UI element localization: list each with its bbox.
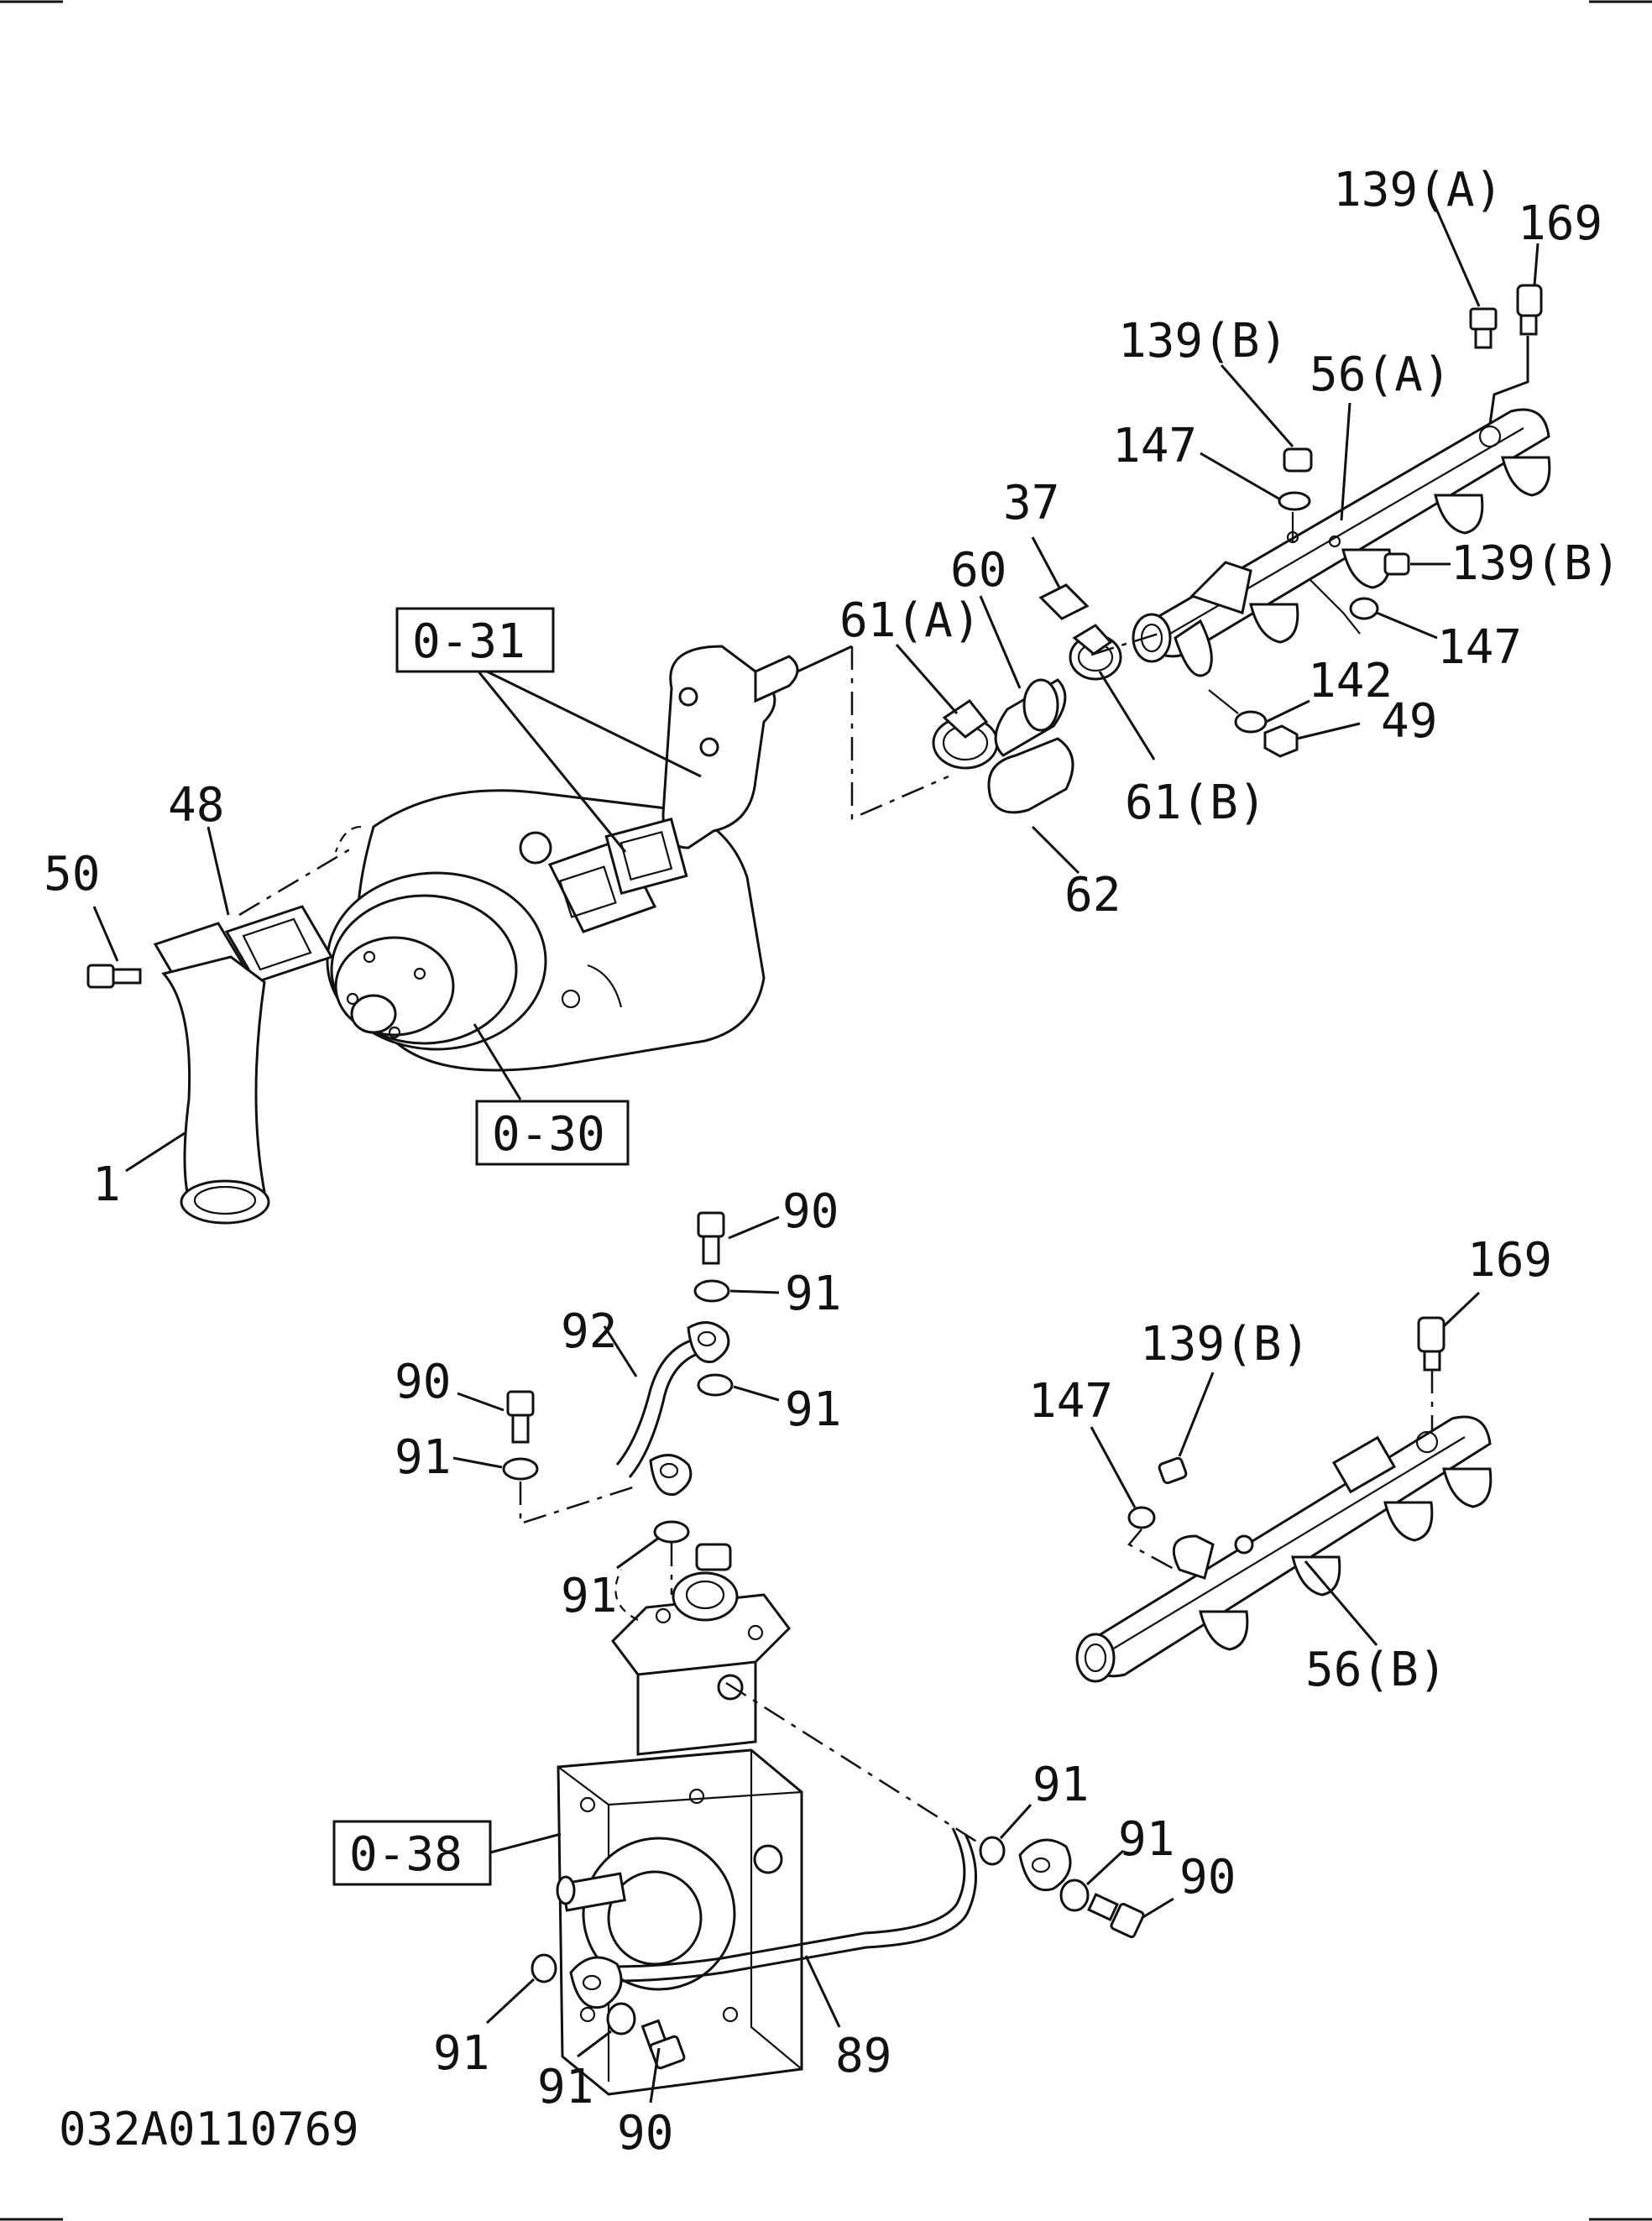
label-139b-upper: 139(B) [1118,314,1288,368]
washer-91a [693,1279,780,1303]
water-pump [326,789,766,1072]
label-92: 92 [561,1304,617,1359]
link-bracket-1 [797,645,853,673]
bolt-90a [697,1211,780,1265]
sensor-169-lower [1417,1291,1481,1431]
washer-91h [577,2002,636,2058]
clip-37 [1031,536,1090,620]
label-139a: 139(A) [1333,163,1503,217]
label-50: 50 [44,847,100,901]
bolt-90b [457,1390,535,1444]
washer-91b [697,1373,780,1402]
label-90-a: 90 [782,1184,839,1239]
washer-91g [485,1953,557,2025]
leader-56a [1340,402,1351,521]
ref-0-38: 0-38 [349,1827,463,1882]
label-147-right: 147 [1437,620,1522,675]
ref-box-0-31: 0-31 [395,607,702,853]
washer-91c [452,1456,539,1481]
label-89: 89 [835,2029,891,2083]
sensor-169-top [1488,243,1543,425]
washer-142 [1208,689,1310,734]
label-61a: 61(A) [839,593,981,648]
clip-62 [987,737,1080,875]
clamp-61b [1069,624,1156,760]
link-dashed-3 [519,1482,639,1525]
label-90-d: 90 [617,2106,673,2161]
label-91-d: 91 [561,1569,617,1623]
label-91-b: 91 [785,1382,841,1437]
label-91-a: 91 [785,1267,841,1321]
washer-91e [979,1803,1032,1866]
bolt-50 [86,906,142,989]
label-147-upper: 147 [1112,419,1197,473]
ref-0-31: 0-31 [412,614,525,669]
bolt-90c [1087,1893,1174,1939]
label-91-f: 91 [1118,1812,1174,1867]
gasket-48 [206,826,353,984]
label-139b-right: 139(B) [1451,536,1620,591]
label-90-b: 90 [395,1355,451,1409]
fuel-rail-56a [1132,408,1551,677]
label-91-c: 91 [395,1430,451,1485]
label-91-h: 91 [537,2060,593,2114]
plug-139b-lower [1090,1372,1215,1571]
label-56a: 56(A) [1310,348,1451,402]
label-37: 37 [1003,476,1059,530]
nut-49 [1263,722,1361,758]
label-48: 48 [168,778,224,833]
label-142: 142 [1308,654,1393,708]
bolt-139a [1430,196,1498,349]
label-169-lower: 169 [1467,1233,1552,1288]
label-62: 62 [1064,868,1121,922]
label-91-g: 91 [433,2026,489,2081]
fuel-rail-56b [1075,1415,1493,1683]
part-labels: 139(A) 169 139(B) 56(A) 147 37 139(B) 60… [44,163,1620,2161]
link-dashed-1 [850,646,949,820]
drawing-code: 032A0110769 [59,2103,359,2156]
label-60: 60 [950,543,1006,598]
inlet-pipe-1 [125,922,270,1225]
label-56b: 56(B) [1305,1643,1447,1697]
washer-91f [1059,1849,1125,1912]
sleeve-60 [979,595,1067,757]
compressor-0-38 [556,1543,803,2096]
label-169-top: 169 [1518,196,1602,251]
label-139b-lower: 139(B) [1140,1317,1310,1372]
clamp-61a [895,644,999,770]
bolt-90d [640,2019,686,2103]
ref-box-0-30: 0-30 [473,1023,630,1166]
washer-91d [616,1520,690,1595]
label-1: 1 [92,1158,121,1212]
plug-139b-upper [1200,364,1313,541]
link-dashed-2 [1090,632,1159,656]
label-90-c: 90 [1179,1850,1236,1905]
label-61b: 61(B) [1125,776,1267,830]
ref-0-30: 0-30 [492,1107,605,1162]
pipe-89 [569,1681,1072,2028]
ref-box-0-38: 0-38 [332,1820,562,1886]
label-49: 49 [1381,694,1437,749]
thermostat-housing [604,645,799,895]
pipe-92 [603,1321,730,1496]
plug-139b-right [1309,552,1451,640]
label-147-lower: 147 [1028,1374,1113,1429]
label-91-e: 91 [1032,1758,1089,1812]
